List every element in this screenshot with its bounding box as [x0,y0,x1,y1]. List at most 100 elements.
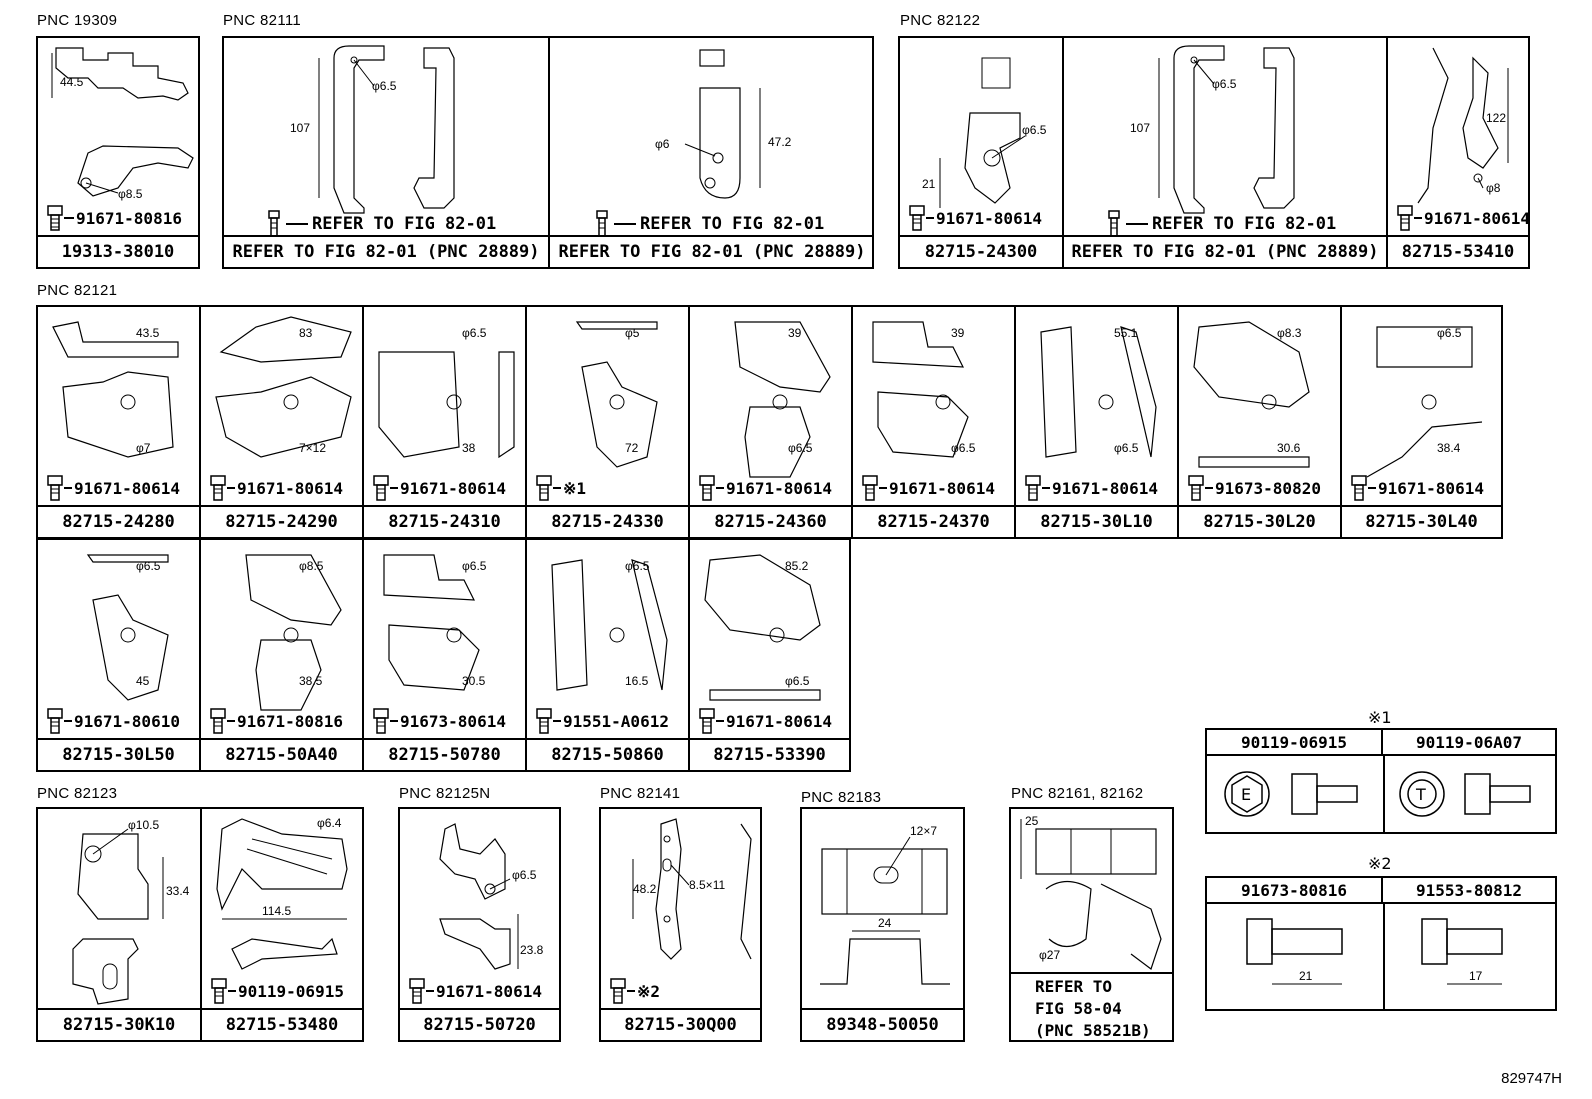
bolt-callout: REFER TO FIG 82-01 [266,210,496,238]
dimension-label: φ8.5 [299,559,324,573]
part-number: 82715-50A40 [201,738,362,770]
part-drawing: φ6.5 21 [922,57,1047,208]
bolt-drawings: 21 17 [1246,918,1503,985]
part-drawing: 25 φ27 [1020,814,1162,970]
dimension-label: 85.2 [785,559,809,573]
bolt-callout: 91671-80614 [861,475,995,501]
part-number: 82715-53410 [1388,235,1528,267]
bolt-callout: 91671-80614 [408,978,542,1004]
bolt-part-number: 91671-80614 [726,478,832,498]
table-header: 90119-06A07 [1383,730,1555,756]
part-panel: φ6.5 23.8 91671-80614 82715-50720 [398,807,561,1042]
svg-text:107: 107 [1130,121,1150,135]
svg-text:114.5: 114.5 [262,904,291,918]
part-number: 82715-30L50 [38,738,199,770]
bolt-icon [1108,210,1120,237]
dimension-label: 39 [788,326,802,340]
pnc-label: PNC 82111 [223,12,302,29]
part-drawing: 39 φ6.5 [734,321,831,478]
part-panel: 44.5 φ8.5 91671-80816 19313-38010 [36,36,200,269]
bolt-callout: 91671-80614 [908,205,1042,231]
part-number: REFER TO FIG 82-01 (PNC 28889) [1064,235,1386,267]
part-number: 82715-50720 [400,1008,559,1040]
svg-text:φ6.4: φ6.4 [317,816,342,830]
part-drawing: φ6.545 [86,554,169,701]
bolt-callout: 91671-80610 [46,708,180,734]
bolt-callout: REFER TO FIG 82-01 [594,210,824,238]
svg-text:φ6.5: φ6.5 [512,868,537,882]
part-drawing: 837×12 [215,316,352,458]
part-drawing: 43.5φ7 [52,321,179,458]
part-drawing: φ6.538.4 [1366,326,1483,478]
bolt-callout: REFER TO FIG 82-01 [1106,210,1336,238]
svg-text:44.5: 44.5 [60,75,84,89]
dimension-label: 30.6 [1277,441,1301,455]
part-number: 82715-50860 [527,738,688,770]
part-number: 82715-24280 [38,505,199,537]
bolt-icon [1188,475,1204,501]
bolt-part-number: 91671-80614 [889,478,995,498]
dimension-label: φ6.5 [462,326,487,340]
bolt-callout: 91673-80614 [372,708,506,734]
svg-text:23.8: 23.8 [520,943,544,957]
pnc-label: PNC 82121 [37,282,118,299]
bolt-callout: 91673-80820 [1187,475,1321,501]
part-number: 19313-38010 [38,235,198,267]
svg-text:E: E [1241,785,1251,804]
bolt-icon [210,708,226,734]
bolt-icon [699,475,715,501]
bolt-part-number: 91671-80614 [237,478,343,498]
part-number: 82715-24330 [527,505,688,537]
part-drawing: 107 φ6.5 [1130,45,1295,214]
part-drawing: 85.2φ6.5 [704,554,821,701]
dimension-label: 7×12 [299,441,326,455]
bolt-icon [536,708,552,734]
dimension-label: φ6.5 [136,559,161,573]
bolt-icon [373,475,389,501]
svg-text:φ8: φ8 [1486,181,1501,195]
bolt-icon [1397,205,1413,231]
svg-text:φ6.5: φ6.5 [1022,123,1047,137]
bolt-icon [47,205,63,231]
part-drawing: 47.2 φ6 [655,49,792,199]
pnc-label: PNC 82123 [37,785,118,802]
bolt-drawings: E T [1224,771,1531,817]
bolt-part-number: 91671-80816 [237,711,343,731]
svg-text:φ6.5: φ6.5 [372,79,397,93]
bolt-callout: 91671-80816 [46,205,182,231]
svg-text:12×7: 12×7 [910,824,937,838]
bolt-icon [409,978,425,1004]
dimension-label: 38.5 [299,674,323,688]
dimension-label: 39 [951,326,965,340]
part-number: 82715-30Q00 [601,1008,760,1040]
part-drawing: φ6.530.5 [383,554,487,691]
bolt-part-number: 91671-80614 [726,711,832,731]
dimension-label: 43.5 [136,326,160,340]
part-drawing: φ6.538 [378,326,515,459]
bolt-callout: 91671-80614 [46,475,180,501]
pnc-label: PNC 82161, 82162 [1011,785,1144,802]
part-number: 82715-53480 [202,1008,362,1040]
dimension-label: 38.4 [1437,441,1461,455]
svg-text:122: 122 [1486,111,1506,125]
part-drawing: 55.1φ6.5 [1040,326,1157,458]
part-number: 82715-24300 [900,235,1062,267]
bolt-icon [610,978,626,1004]
svg-text:φ6: φ6 [655,137,670,151]
part-drawing: φ6.5 23.8 [439,823,544,970]
svg-text:φ6.5: φ6.5 [1212,77,1237,91]
dimension-label: φ6.5 [788,441,813,455]
bolt-part-number: 91673-80614 [400,711,506,731]
part-drawing: φ10.5 33.4 [72,818,190,1005]
part-number: 82715-24310 [364,505,525,537]
svg-text:φ27: φ27 [1039,948,1060,962]
svg-text:17: 17 [1469,969,1483,983]
bolt-callout: 91671-80614 [1024,475,1158,501]
fastener-table: 91673-80816 91553-80812 21 17 [1205,876,1557,1011]
bolt-callout: 91671-80614 [698,475,832,501]
pnc-label: PNC 19309 [37,12,118,29]
part-drawing: 122 φ8 [1417,47,1509,204]
bolt-icon [1351,475,1367,501]
note-mark: ※2 [1368,854,1392,873]
